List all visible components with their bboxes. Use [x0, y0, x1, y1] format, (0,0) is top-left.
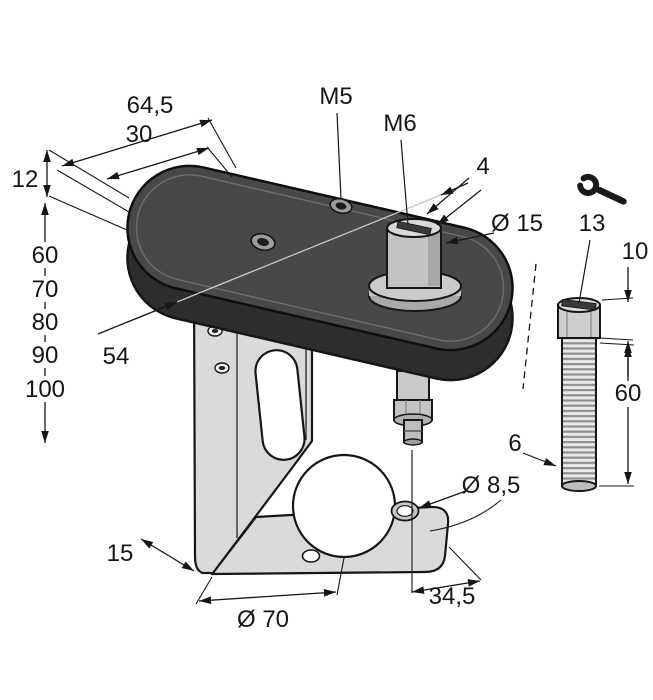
dim-64-5-label: 64,5 — [127, 92, 174, 119]
dim-64-5: 64,5 — [56, 92, 237, 213]
label-backing — [19, 376, 71, 402]
label-backing — [25, 242, 65, 268]
threaded-stud — [522, 263, 601, 492]
dim-15: 15 — [107, 538, 195, 572]
dim-12-label: 12 — [12, 166, 39, 193]
height-60-label: 60 — [32, 242, 59, 269]
dim-34-5-label: 34,5 — [429, 583, 476, 610]
dim-dia-8-5: Ø 8,5 — [418, 472, 521, 532]
foot-circular-cutout — [291, 453, 397, 559]
height-80-label: 80 — [32, 309, 59, 336]
dim-6-label: 6 — [508, 430, 521, 457]
alignment-dashed-line — [522, 263, 537, 390]
label-backing — [25, 276, 65, 302]
m5-hole-right — [329, 197, 353, 215]
dim-10-label: 10 — [622, 238, 649, 265]
thread-m5: M5 — [319, 83, 353, 200]
mounting-bracket — [192, 287, 450, 576]
m5-label: M5 — [319, 83, 352, 110]
m6-label: M6 — [383, 110, 416, 137]
wrench-icon — [577, 173, 627, 205]
sensor-lower-body — [393, 370, 433, 446]
stud-bottom-end — [561, 480, 597, 492]
dia-8-5-label: Ø 8,5 — [462, 472, 521, 499]
dim-15-label: 15 — [107, 540, 134, 567]
thread-m6: M6 — [383, 110, 417, 226]
dim-4: 4 — [426, 153, 490, 226]
foot-ring-hole — [390, 500, 420, 522]
m5-hole-left — [250, 232, 276, 252]
dim-30-label: 30 — [126, 121, 153, 148]
stud-thread-shaft — [561, 336, 597, 487]
dim-54: 54 — [97, 182, 469, 370]
dim-34-5: 34,5 — [411, 450, 482, 610]
dia-70-label: Ø 70 — [237, 606, 289, 633]
barrel-body-shade — [428, 230, 440, 286]
dim-54-label: 54 — [103, 343, 130, 370]
dia-15-label: Ø 15 — [491, 210, 543, 237]
foot-small-hole — [301, 549, 321, 563]
barrel-screw-slot — [396, 220, 432, 236]
dim-dia-15: Ø 15 — [445, 210, 543, 245]
label-backing — [25, 342, 65, 368]
dim-10: 10 — [599, 238, 649, 376]
dim-13: 13 — [578, 210, 606, 304]
dim-dia-70: Ø 70 — [195, 557, 345, 633]
bracket-slot-cutout — [254, 349, 306, 461]
bracket-hole-lower — [214, 362, 230, 374]
dim-6: 6 — [508, 430, 557, 467]
height-90-label: 90 — [32, 342, 59, 369]
sensor-barrel — [368, 218, 462, 312]
label-backing — [613, 381, 643, 407]
dim-60: 60 — [599, 342, 643, 487]
label-backing — [25, 309, 65, 335]
dimension-annotations: 64,5 30 12 60 70 80 90 100 — [12, 83, 649, 633]
dim-13-label: 13 — [579, 210, 606, 237]
dim-height-stack: 60 70 80 90 100 — [19, 203, 71, 443]
tip-bottom-edge — [403, 438, 423, 446]
top-plate — [126, 164, 514, 382]
height-100-label: 100 — [25, 376, 65, 403]
dim-12: 12 — [12, 149, 130, 231]
dim-60-label: 60 — [615, 380, 642, 407]
dim-30: 30 — [106, 121, 233, 180]
height-70-label: 70 — [32, 276, 59, 303]
dim-4-label: 4 — [476, 153, 489, 180]
